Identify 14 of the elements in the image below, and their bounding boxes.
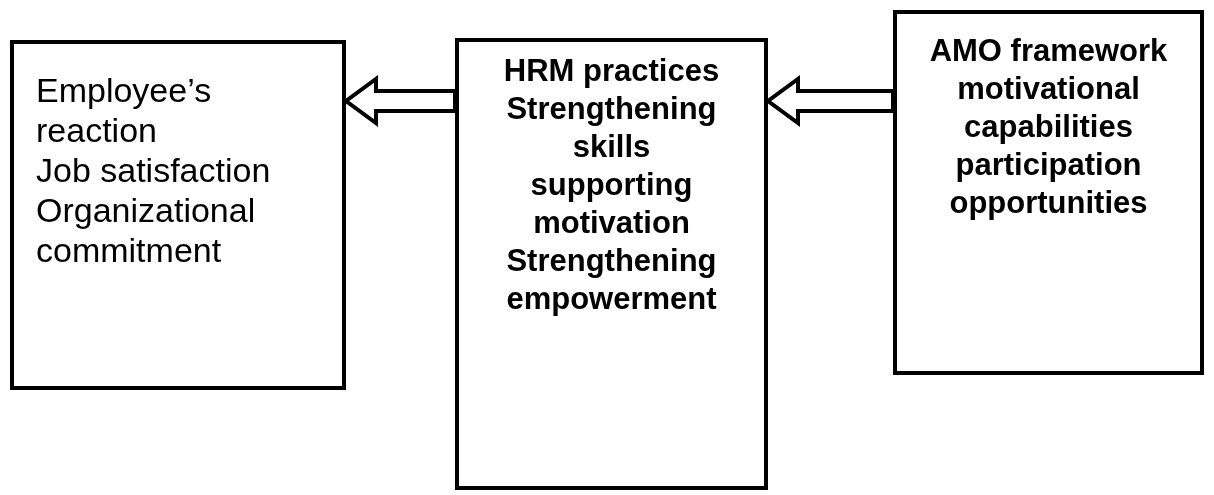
box-text: Job satisfaction <box>36 150 271 190</box>
box-text: motivational <box>957 70 1140 108</box>
text-box <box>893 10 1204 375</box>
box-text: Strengthening empowerment <box>505 242 718 318</box>
box-text: AMO framework <box>929 32 1168 70</box>
box-text: participation <box>955 146 1142 184</box>
text-box <box>10 40 346 390</box>
box-text: supporting motivation <box>529 166 694 242</box>
box-text: Employee’s reaction <box>36 70 213 150</box>
box-text: capabilities <box>964 108 1133 146</box>
box-text: HRM practices <box>503 52 720 90</box>
box-text: opportunities <box>949 184 1148 222</box>
box-text: Organizational commitment <box>36 190 257 270</box>
text-box <box>455 38 768 490</box>
